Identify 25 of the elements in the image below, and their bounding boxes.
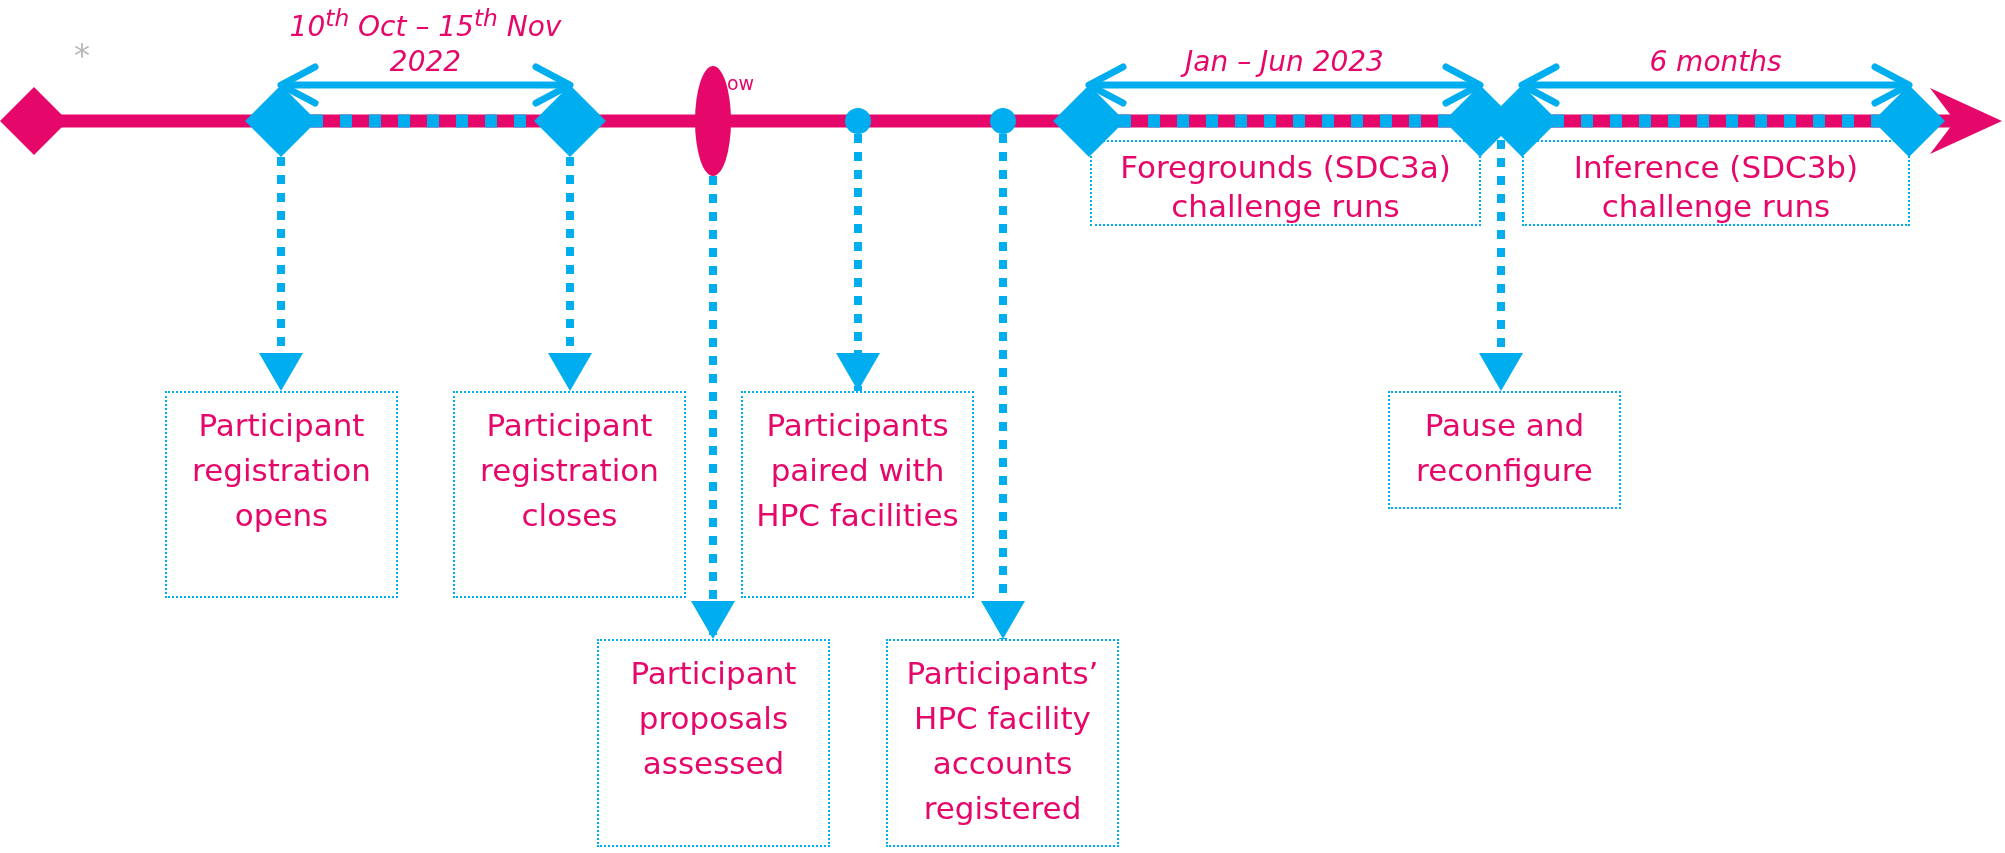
- dotted-arrow: [548, 157, 592, 391]
- milestone-box: Pause and reconfigure: [1388, 391, 1621, 509]
- note-mark: *: [74, 36, 90, 74]
- circle-marker: [990, 108, 1016, 134]
- milestone-box: Participant registration opens: [165, 391, 398, 598]
- milestone-box: Participant registration closes: [453, 391, 686, 598]
- dotted-arrow: [691, 176, 735, 639]
- edge-label: 6 months: [1648, 44, 1783, 79]
- milestone-box: Participant proposals assessed: [597, 639, 830, 847]
- dotted-arrow: [1479, 140, 1523, 391]
- double-arrow: [1085, 63, 1484, 107]
- milestone-box: Foregrounds (SDC3a) challenge runs: [1090, 140, 1481, 226]
- circle-marker: [845, 108, 871, 134]
- edge-label: Jan – Jun 2023: [1134, 44, 1435, 79]
- double-arrow: [1518, 63, 1913, 107]
- dotted-arrow: [981, 134, 1025, 639]
- dotted-arrow: [259, 157, 303, 391]
- diamond-marker: [534, 85, 606, 157]
- marker-caption: ow: [727, 72, 755, 94]
- double-arrow: [277, 63, 574, 107]
- milestone-box: Participants paired with HPC facilities: [741, 391, 974, 598]
- dotted-arrow: [836, 134, 880, 391]
- milestone-box: Participants’ HPC facility accounts registered: [886, 639, 1119, 847]
- edge-label: 10$^{th}$ Oct – 15$^{th}$ Nov 2022: [288, 3, 563, 79]
- milestone-box: Inference (SDC3b) challenge runs: [1522, 140, 1910, 226]
